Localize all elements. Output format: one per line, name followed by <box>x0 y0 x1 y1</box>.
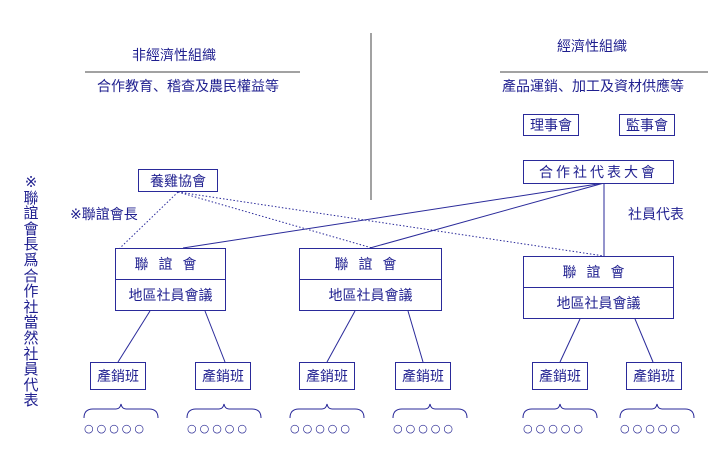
member-circles: ○○○○○ <box>393 422 456 435</box>
production-team-label: 產銷班 <box>306 369 348 385</box>
production-team-label: 產銷班 <box>633 369 675 385</box>
assembly-to-unit2 <box>369 182 605 249</box>
board-of-directors-label: 理事會 <box>530 118 572 134</box>
assembly-to-unit1 <box>182 182 605 249</box>
poultry-to-unit2 <box>177 191 373 249</box>
brace-3 <box>289 403 365 419</box>
board-of-directors: 理事會 <box>523 114 579 136</box>
member-circles: ○○○○○ <box>187 422 250 435</box>
brace-5 <box>522 403 598 419</box>
poultry-association-label: 養雞協會 <box>150 173 206 190</box>
liaison-unit-3: 聯誼會 地區社員會議 <box>523 256 674 319</box>
unit1-to-team2 <box>204 310 226 363</box>
brace-4 <box>392 403 468 419</box>
brace-6 <box>619 403 695 419</box>
brace-1 <box>83 403 159 419</box>
member-circles: ○○○○○ <box>290 422 353 435</box>
liaison-unit-3-title: 聯誼會 <box>562 265 635 282</box>
representative-assembly-label: 合作社代表大會 <box>539 165 658 181</box>
liaison-unit-1-meeting: 地區社員會議 <box>116 278 225 311</box>
production-team-label: 產銷班 <box>97 369 139 385</box>
production-team-label: 產銷班 <box>202 369 244 385</box>
production-team: 產銷班 <box>299 362 355 390</box>
liaison-unit-2-title: 聯誼會 <box>334 257 407 274</box>
board-of-supervisors-label: 監事會 <box>626 118 668 134</box>
left-group-title: 非經濟性組織 <box>132 48 216 64</box>
representative-assembly: 合作社代表大會 <box>523 160 674 184</box>
left-group-subtitle: 合作教育、稽查及農民權益等 <box>97 79 279 95</box>
liaison-unit-3-meeting: 地區社員會議 <box>524 286 673 319</box>
side-vertical-note: ※聯誼會長爲合作社當然社員代表 <box>23 173 39 410</box>
production-team: 產銷班 <box>90 362 146 390</box>
liaison-unit-1-title: 聯誼會 <box>134 257 207 274</box>
unit3-to-team1 <box>559 318 581 363</box>
production-team: 產銷班 <box>626 362 682 390</box>
poultry-association: 養雞協會 <box>138 169 218 192</box>
brace-2 <box>186 403 262 419</box>
production-team-label: 產銷班 <box>539 369 581 385</box>
board-of-supervisors: 監事會 <box>619 114 675 136</box>
unit3-to-team2 <box>634 318 654 363</box>
member-circles: ○○○○○ <box>523 422 586 435</box>
member-circles: ○○○○○ <box>84 422 147 435</box>
liaison-unit-1: 聯誼會 地區社員會議 <box>115 248 226 311</box>
production-team: 產銷班 <box>195 362 251 390</box>
production-team-label: 產銷班 <box>402 369 444 385</box>
production-team: 產銷班 <box>532 362 588 390</box>
member-circles: ○○○○○ <box>620 422 683 435</box>
unit1-to-team1 <box>117 310 151 363</box>
production-team: 產銷班 <box>395 362 451 390</box>
liaison-unit-2: 聯誼會 地區社員會議 <box>299 248 442 311</box>
chair-note: ※聯誼會長 <box>70 207 138 223</box>
right-group-title: 經濟性組織 <box>557 39 627 55</box>
right-group-subtitle: 產品運銷、加工及資材供應等 <box>502 79 684 95</box>
liaison-unit-2-meeting: 地區社員會議 <box>300 278 441 311</box>
poultry-to-unit1 <box>119 191 179 249</box>
unit2-to-team2 <box>407 310 424 363</box>
member-representative-label: 社員代表 <box>628 207 684 223</box>
poultry-to-unit3 <box>177 191 605 257</box>
unit2-to-team1 <box>326 310 356 363</box>
